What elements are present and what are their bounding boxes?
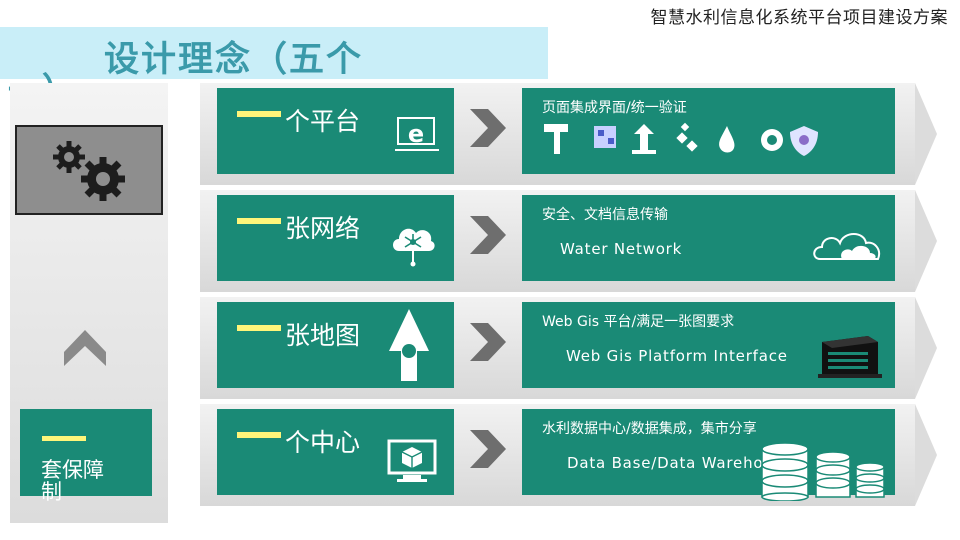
cloud-icon	[813, 233, 880, 260]
title-band	[0, 27, 548, 79]
row-detail-box: 页面集成界面/统一验证	[522, 88, 895, 174]
detail-top-text: Web Gis 平台/满足一张图要求	[542, 314, 735, 330]
row-platform: 个平台 e 页面集成界面/统一验证	[200, 83, 937, 185]
row-title-box: 个平台 e	[217, 88, 454, 174]
chevron-right-icon	[470, 430, 506, 468]
detail-top-text: 安全、文档信息传输	[542, 207, 668, 223]
detail-bottom-text: Data Base/Data Warehouse	[567, 454, 793, 472]
row-detail-box: 水利数据中心/数据集成，集市分享 Data Base/Data Warehous…	[522, 409, 895, 501]
row-label: 张地图	[285, 321, 361, 350]
yellow-dash	[237, 325, 281, 331]
yellow-dash	[42, 436, 86, 441]
settings-panel	[15, 125, 163, 215]
row-detail-box: 安全、文档信息传输 Water Network	[522, 195, 895, 281]
building-icon	[818, 336, 882, 378]
up-chevron-icon	[64, 330, 106, 366]
ie-browser-icon: e	[395, 117, 439, 151]
chevron-right-icon	[470, 323, 506, 361]
row-title-box: 个中心	[217, 409, 454, 495]
chevron-right-icon	[470, 109, 506, 147]
yellow-dash	[237, 111, 281, 117]
row-label: 个中心	[285, 428, 361, 457]
row-map: 张地图 Web Gis 平台/满足一张图要求 Web Gis Platform …	[200, 297, 937, 399]
row-label: 个平台	[285, 107, 361, 136]
database-icon	[761, 442, 885, 501]
chevron-right-icon	[470, 216, 506, 254]
guarantee-box: 套保障制	[20, 409, 152, 503]
guarantee-label: 套保障制	[41, 458, 104, 504]
row-title-box: 张地图	[217, 302, 454, 388]
water-icons-strip	[544, 122, 818, 156]
detail-bottom-text: Web Gis Platform Interface	[566, 347, 788, 365]
row-title-box: 张网络	[217, 195, 454, 281]
row-network: 张网络 安全、文档信息传输 Water Network	[200, 190, 937, 292]
row-center: 个中心 水利数据中心/数据集成，集市分享 Data Base/Data Ware…	[200, 404, 937, 506]
row-arrow-tip	[915, 404, 937, 506]
yellow-dash	[237, 432, 281, 438]
row-label: 张网络	[285, 214, 361, 243]
svg-text:e: e	[408, 120, 424, 148]
document-title: 智慧水利信息化系统平台项目建设方案	[650, 8, 948, 28]
gears-icon	[53, 141, 125, 201]
yellow-dash	[237, 218, 281, 224]
detail-top-text: 水利数据中心/数据集成，集市分享	[542, 421, 757, 437]
slide-title: 设计理念（五个	[104, 40, 364, 80]
monitor-box-icon	[387, 439, 437, 482]
map-pin-icon	[389, 309, 429, 381]
row-arrow-tip	[915, 83, 937, 185]
cloud-network-icon	[393, 228, 435, 267]
detail-top-text: 页面集成界面/统一验证	[542, 100, 687, 116]
detail-bottom-text: Water Network	[560, 240, 683, 258]
row-arrow-tip	[915, 190, 937, 292]
row-detail-box: Web Gis 平台/满足一张图要求 Web Gis Platform Inte…	[522, 302, 895, 388]
row-arrow-tip	[915, 297, 937, 399]
